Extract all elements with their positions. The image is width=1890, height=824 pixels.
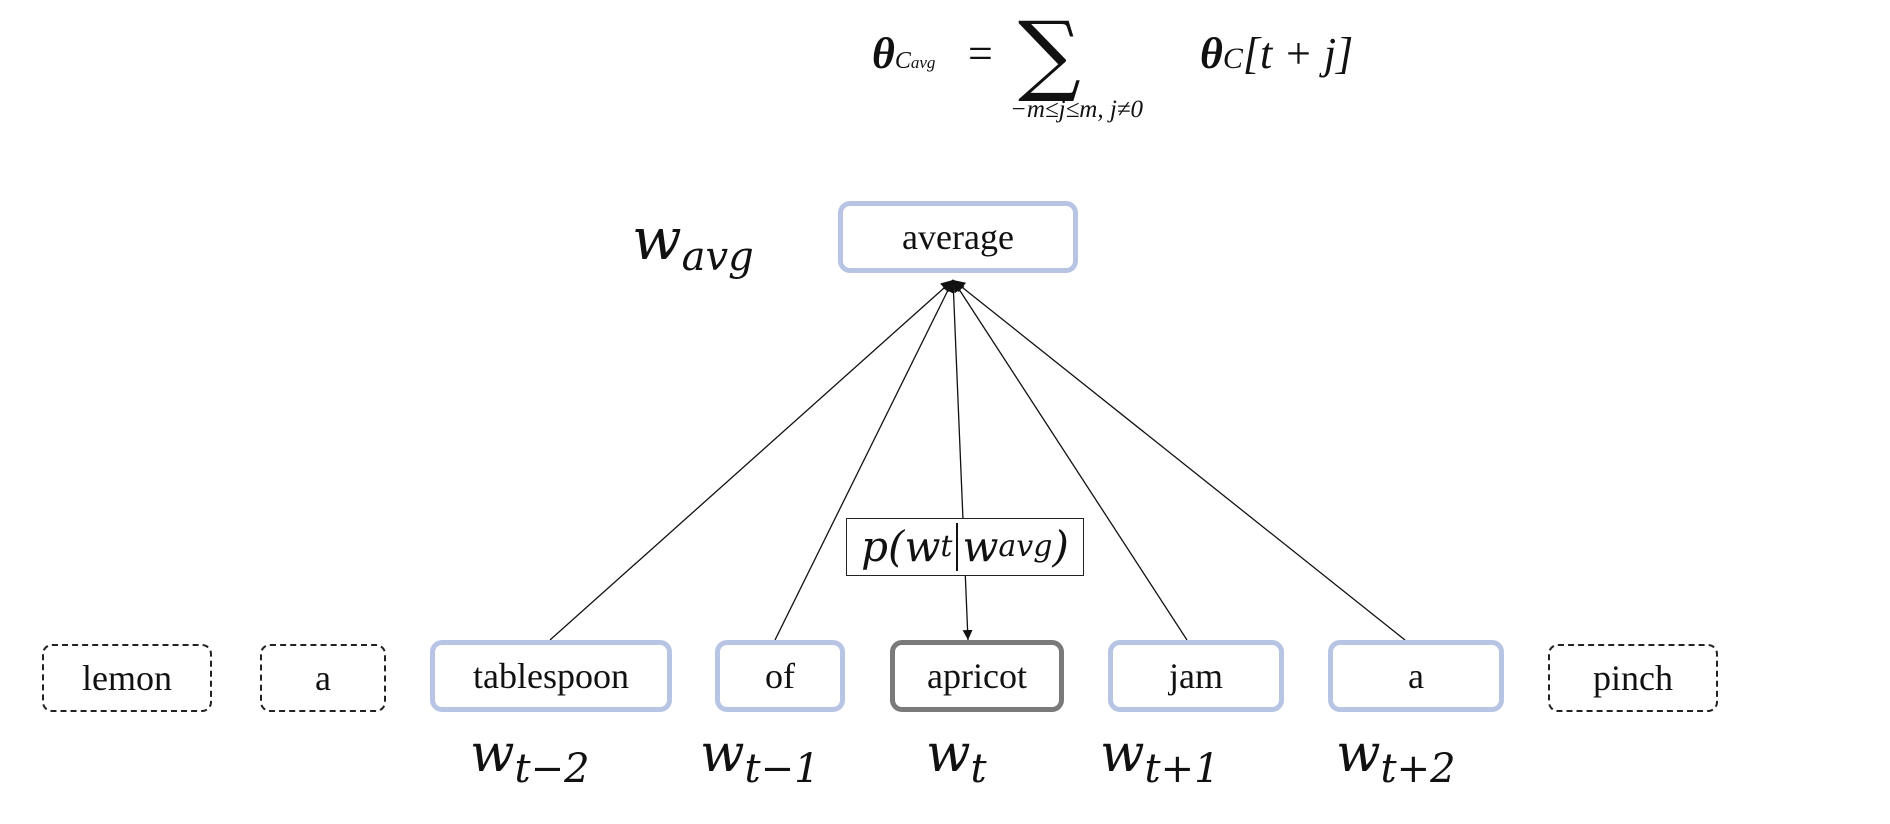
w-sub: t+1 <box>1144 746 1220 793</box>
word-text: a <box>1408 656 1424 696</box>
w-sub: t <box>970 746 987 793</box>
w-var: w <box>1336 724 1381 784</box>
edge-a-to-average <box>952 279 1406 641</box>
prob-w1: w <box>904 522 941 571</box>
word-box-a-outside: a <box>260 644 386 712</box>
w-var: w <box>926 724 971 784</box>
word-text: apricot <box>927 656 1027 696</box>
word-box-jam: jam <box>1108 640 1284 712</box>
word-text: lemon <box>82 658 172 698</box>
w-sub: t+2 <box>1380 746 1456 793</box>
word-text: tablespoon <box>473 656 629 696</box>
word-box-lemon: lemon <box>42 644 212 712</box>
w-avg-var: w <box>632 205 682 273</box>
w-t-minus-1-label: wt−1 <box>700 728 820 789</box>
w-sub: t−2 <box>514 746 590 793</box>
formula-lhs: θCavg <box>872 32 935 76</box>
word-box-a-context: a <box>1328 640 1504 712</box>
word-text: a <box>315 658 331 698</box>
prob-w2-sub: avg <box>998 529 1053 564</box>
word-box-of: of <box>715 640 845 712</box>
edge-tablespoon-to-average <box>549 279 954 641</box>
w-t-plus-1-label: wt+1 <box>1100 728 1220 789</box>
w-var: w <box>700 724 745 784</box>
formula-rhs-sub: C <box>1222 42 1243 75</box>
edge-of-to-average <box>774 279 954 641</box>
prob-w1-sub: t <box>940 529 953 564</box>
formula-lhs-subsub: avg <box>910 53 936 72</box>
average-node: average <box>838 201 1078 273</box>
w-avg-sub: avg <box>681 234 754 281</box>
theta-symbol: θ <box>872 29 895 78</box>
theta-symbol-rhs: θ <box>1200 29 1223 78</box>
word-text: jam <box>1169 656 1223 696</box>
word-box-pinch: pinch <box>1548 644 1718 712</box>
word-box-apricot: apricot <box>890 640 1064 712</box>
word-box-tablespoon: tablespoon <box>430 640 672 712</box>
w-t-label: wt <box>926 728 987 789</box>
equals-sign: = <box>968 29 993 78</box>
word-text: of <box>765 656 795 696</box>
formula-rhs-index: [t + j] <box>1242 29 1354 78</box>
edge-jam-to-average <box>952 279 1188 641</box>
prob-p: p( <box>861 522 905 571</box>
w-t-plus-2-label: wt+2 <box>1336 728 1456 789</box>
sum-formula: θCavg = ∑ −m≤j≤m, j≠0 θC[t + j] <box>860 10 1420 138</box>
average-node-label: average <box>902 217 1014 257</box>
w-t-minus-2-label: wt−2 <box>470 728 590 789</box>
prob-given-bar <box>956 523 959 571</box>
word-text: pinch <box>1593 658 1673 698</box>
formula-rhs: θC[t + j] <box>1200 32 1353 76</box>
formula-lhs-sub: C <box>894 48 911 74</box>
sum-range: −m≤j≤m, j≠0 <box>1010 96 1144 123</box>
w-avg-label: wavg <box>632 210 754 277</box>
sum-sign: ∑ <box>1018 2 1081 105</box>
prob-w2: w <box>962 522 999 571</box>
w-var: w <box>470 724 515 784</box>
w-var: w <box>1100 724 1145 784</box>
edge-average-to-apricot <box>952 279 973 641</box>
w-sub: t−1 <box>744 746 820 793</box>
prob-close: ) <box>1052 522 1069 571</box>
